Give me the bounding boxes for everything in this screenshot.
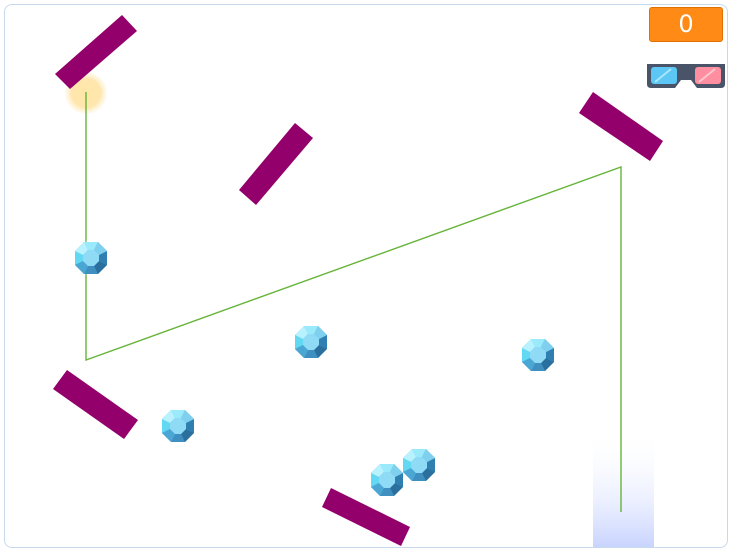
gem-4[interactable] [161, 409, 195, 443]
gem-6[interactable] [370, 463, 404, 497]
mirror-5[interactable] [322, 488, 410, 546]
3d-glasses-icon[interactable] [645, 60, 727, 92]
laser-beam [85, 92, 622, 512]
gem-3[interactable] [521, 338, 555, 372]
gem-1[interactable] [74, 241, 108, 275]
gem-2[interactable] [294, 325, 328, 359]
mirror-3[interactable] [579, 92, 663, 161]
gem-5[interactable] [402, 448, 436, 482]
target-zone [593, 430, 654, 547]
mirror-4[interactable] [53, 370, 138, 439]
mirror-2[interactable] [239, 123, 313, 205]
score-counter: 0 [649, 7, 723, 42]
mirror-1[interactable] [55, 15, 137, 89]
